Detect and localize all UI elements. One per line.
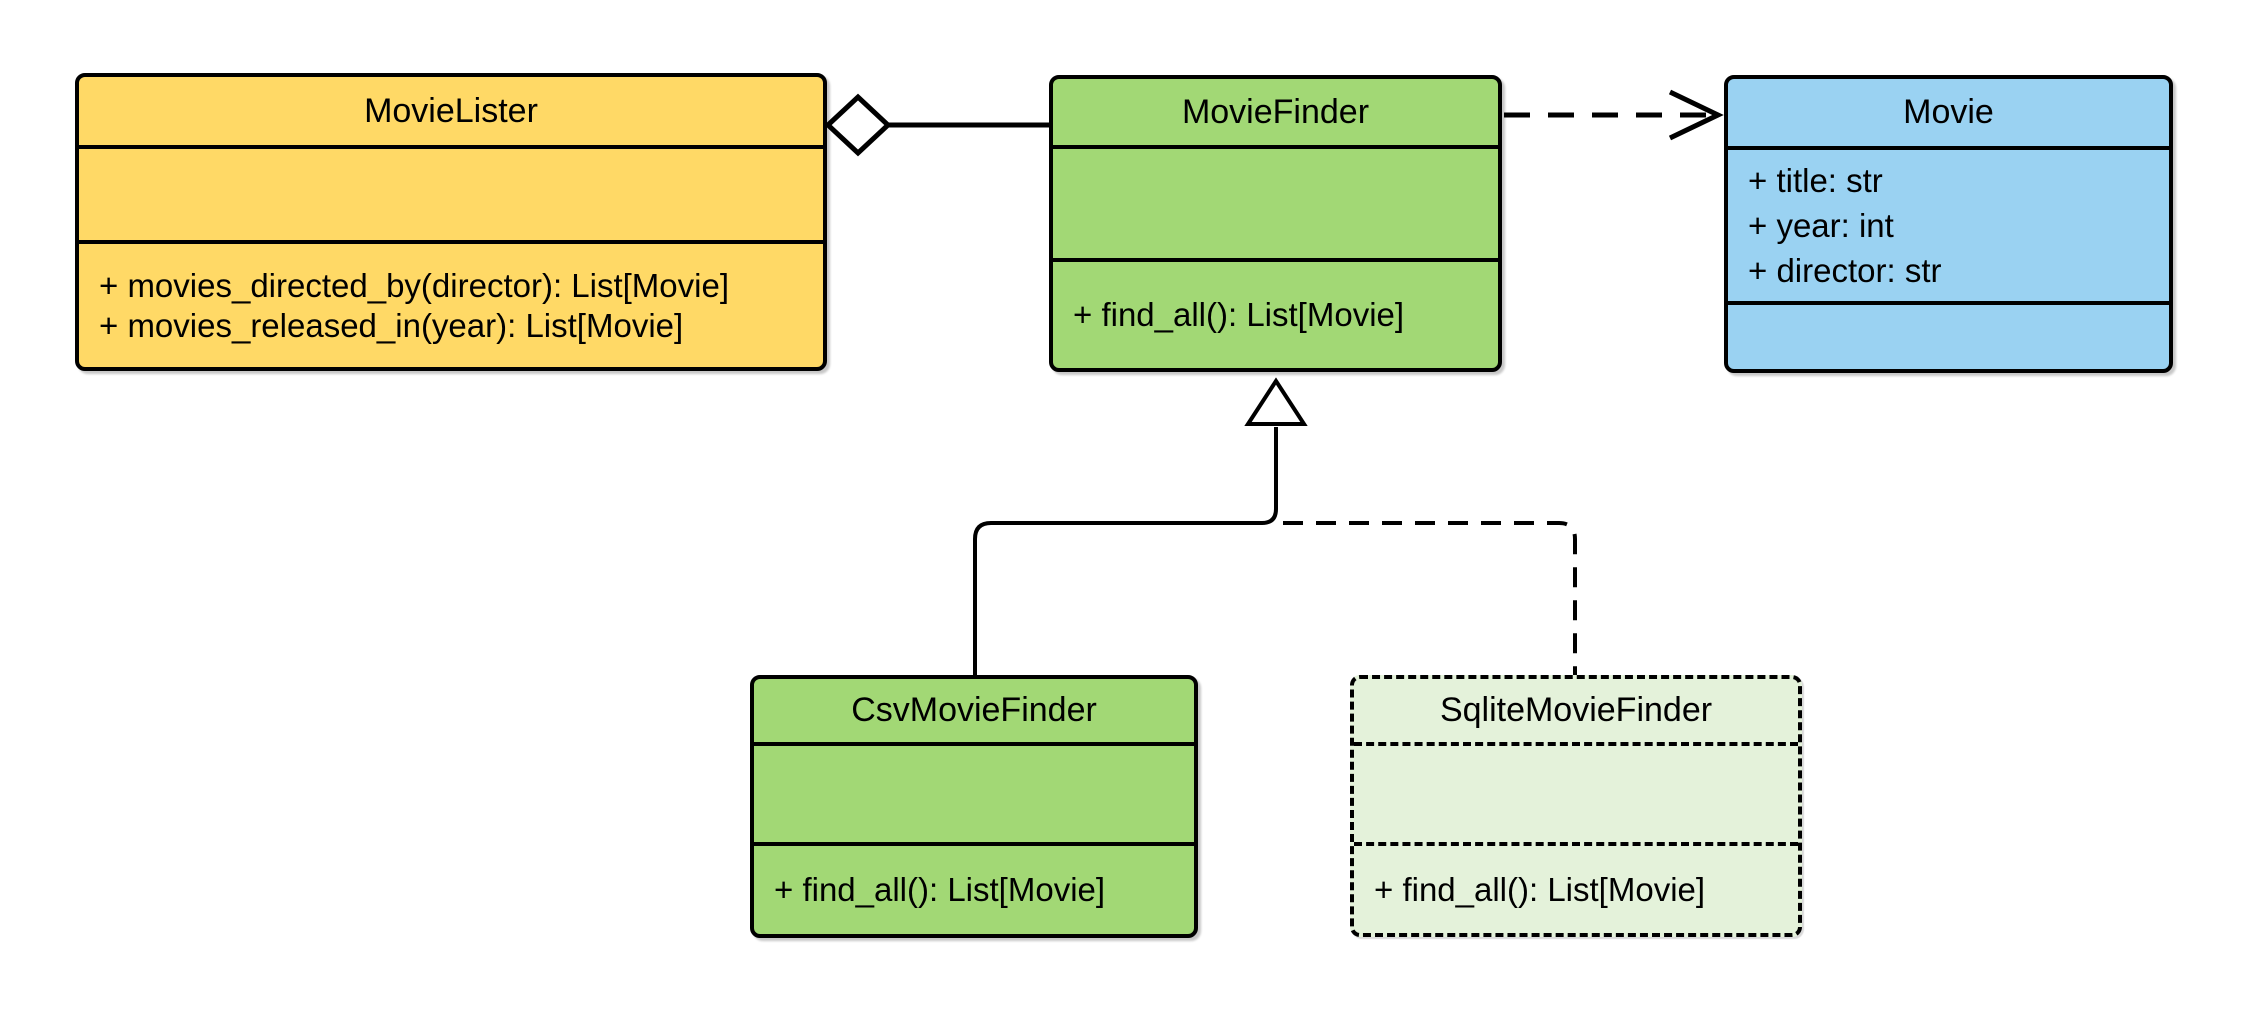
dependency-edge-moviefinder-movie[interactable] [1504,89,1724,141]
attributes-section [1354,742,1798,842]
attributes-section: + title: str + year: int + director: str [1728,146,2169,301]
method-label: + find_all(): List[Movie] [1073,296,1405,333]
methods-section: + find_all(): List[Movie] [1354,842,1798,933]
method-label: + find_all(): List[Movie] [1374,870,1706,908]
method-label: + movies_released_in(year): List[Movie] [99,306,684,344]
aggregation-edge-movielister-moviefinder[interactable] [824,93,1053,157]
method-label: + movies_directed_by(director): List[Mov… [99,266,729,304]
generalization-triangle-icon [1244,377,1308,426]
class-title: Movie [1903,93,1994,131]
attributes-section [1053,145,1498,258]
attribute-label: + year: int [1748,207,1894,244]
method-label: + find_all(): List[Movie] [774,871,1106,908]
class-box-moviefinder[interactable]: MovieFinder + find_all(): List[Movie] [1049,75,1502,372]
attributes-section [754,742,1194,842]
generalization-edge-csvmoviefinder-moviefinder[interactable] [973,427,1278,679]
class-box-csvmoviefinder[interactable]: CsvMovieFinder + find_all(): List[Movie] [750,675,1198,938]
methods-section: + movies_directed_by(director): List[Mov… [79,240,823,367]
dependency-open-arrowhead-icon [1668,89,1724,141]
generalization-solid-line [973,427,1278,679]
class-title: CsvMovieFinder [851,691,1097,729]
generalization-dashed-line [1283,521,1577,677]
class-box-movie[interactable]: Movie + title: str + year: int + directo… [1724,75,2173,373]
class-title: MovieLister [364,91,538,130]
class-title: MovieFinder [1181,92,1370,131]
generalization-edge-sqlitemoviefinder-moviefinder[interactable] [1283,521,1577,677]
methods-section: + find_all(): List[Movie] [1053,258,1498,368]
aggregation-diamond-icon [824,93,892,157]
attribute-label: + title: str [1748,162,1883,199]
methods-section [1728,301,2169,369]
attribute-label: + director: str [1748,252,1942,289]
class-box-sqlitemoviefinder[interactable]: SqliteMovieFinder + find_all(): List[Mov… [1350,675,1802,937]
class-title: SqliteMovieFinder [1439,691,1713,729]
attributes-section [79,145,823,240]
methods-section: + find_all(): List[Movie] [754,842,1194,934]
class-box-movielister[interactable]: MovieLister + movies_directed_by(directo… [75,73,827,371]
